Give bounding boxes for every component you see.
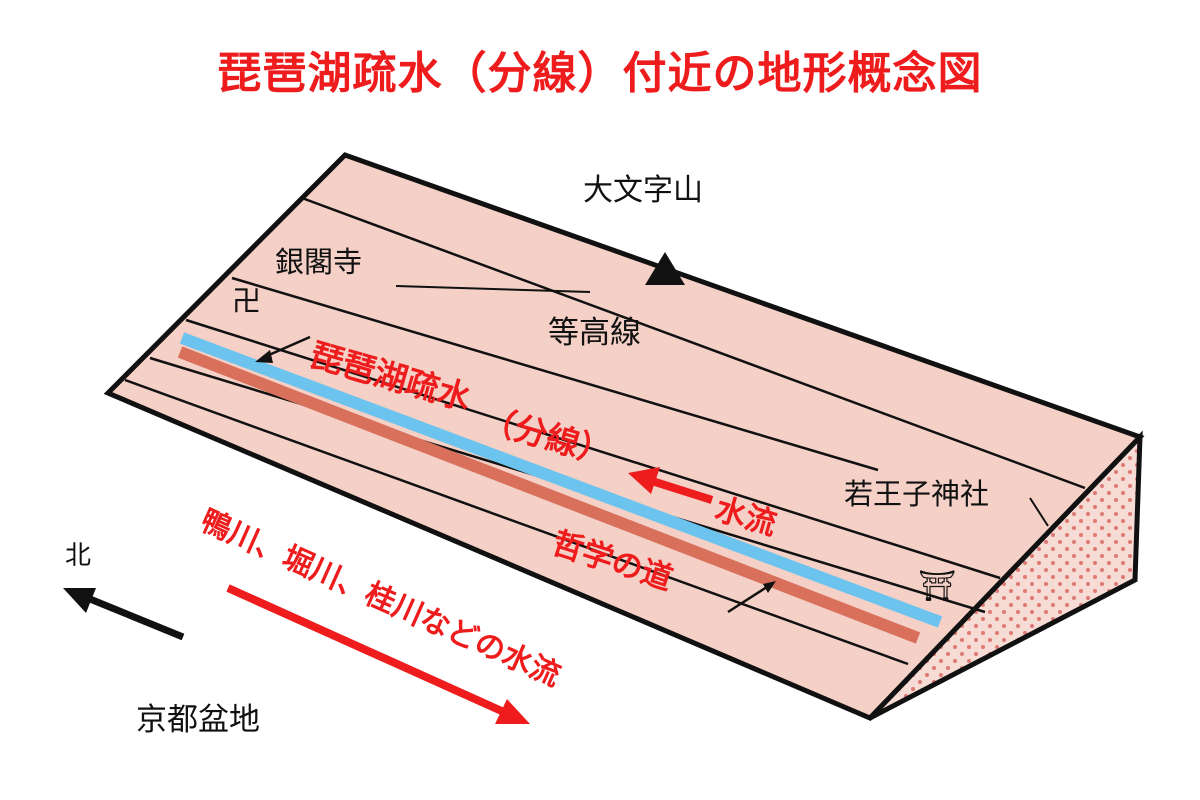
- arrow-icon: [63, 588, 96, 613]
- label-daimonji: 大文字山: [583, 173, 703, 208]
- label-nyakuoji: 若王子神社: [844, 477, 990, 511]
- philosophers-path-line: [177, 346, 921, 644]
- path-pointer-arrow: [727, 583, 771, 614]
- arrow-icon: [763, 581, 776, 593]
- temple-icon: 卍: [232, 284, 262, 318]
- flow-arrow: [650, 477, 714, 504]
- shrine-icon: ⛩: [918, 569, 957, 604]
- contour-line: [301, 196, 1086, 490]
- north-arrow: [88, 595, 185, 641]
- page-title: 琵琶湖疏水（分線）付近の地形概念図: [217, 48, 983, 99]
- contour-line: [124, 378, 909, 666]
- label-basin: 京都盆地: [136, 702, 260, 738]
- label-contour: 等高線: [548, 315, 641, 351]
- slope-side-face: [868, 430, 1143, 721]
- shrine-leader: [1029, 497, 1049, 527]
- arrow-icon: [255, 350, 273, 363]
- arrow-icon: [495, 699, 530, 724]
- arrow-icon: [628, 467, 660, 494]
- contour-line: [231, 276, 879, 472]
- label-north: 北: [65, 541, 92, 571]
- contour-line: [185, 318, 1001, 580]
- contour-lines: [124, 196, 1086, 666]
- ginkakuji-leader: [395, 285, 591, 293]
- label-ginkakuji: 銀閣寺: [275, 245, 363, 279]
- basin-flow-arrow: [226, 584, 508, 717]
- summit-triangle-icon: [645, 252, 685, 285]
- canal-line: [179, 332, 943, 628]
